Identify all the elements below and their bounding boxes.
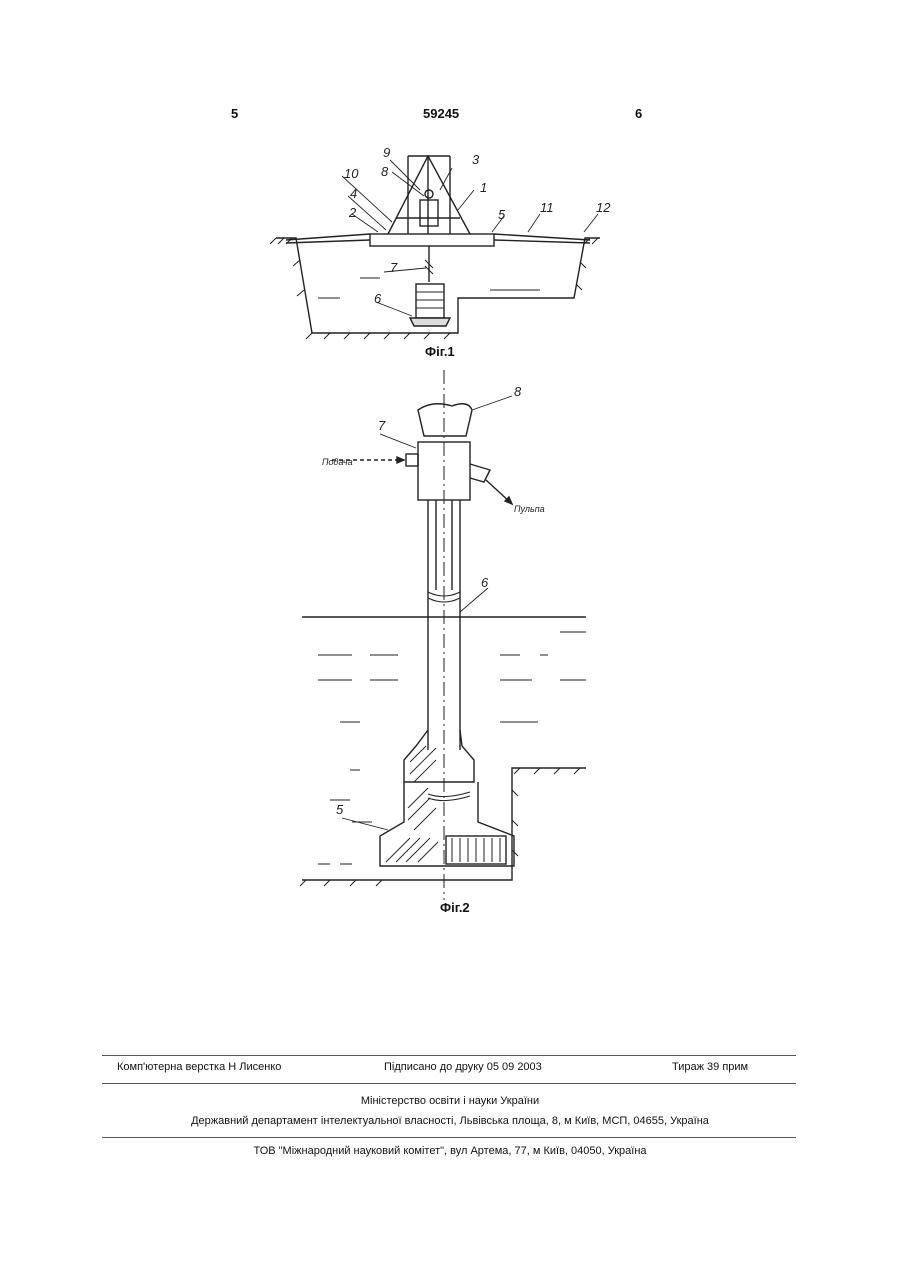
footer-rule-bottom [102,1137,796,1138]
fig2-inflow-label: Подача [322,457,353,467]
figure-2-caption: Фіг.2 [440,900,470,915]
fig2-label-8: 8 [514,384,522,399]
fig2-outflow-label: Пульпа [514,504,545,514]
fig2-label-6: 6 [481,575,489,590]
print-run: Тираж 39 прим [672,1061,748,1073]
fig2-label-5: 5 [336,802,344,817]
fig2-label-7: 7 [378,418,386,433]
ministry-line: Міністерство освіти і науки України [0,1095,900,1107]
signed-date: Підписано до друку 05 09 2003 [384,1061,542,1073]
footer-rule-top [102,1055,796,1056]
footer-rule-middle [102,1083,796,1084]
typesetter-credit: Комп'ютерна верстка Н Лисенко [117,1061,281,1073]
department-line: Державний департамент інтелектуальної вл… [0,1115,900,1127]
publisher-line: ТОВ "Міжнародний науковий комітет", вул … [0,1145,900,1157]
